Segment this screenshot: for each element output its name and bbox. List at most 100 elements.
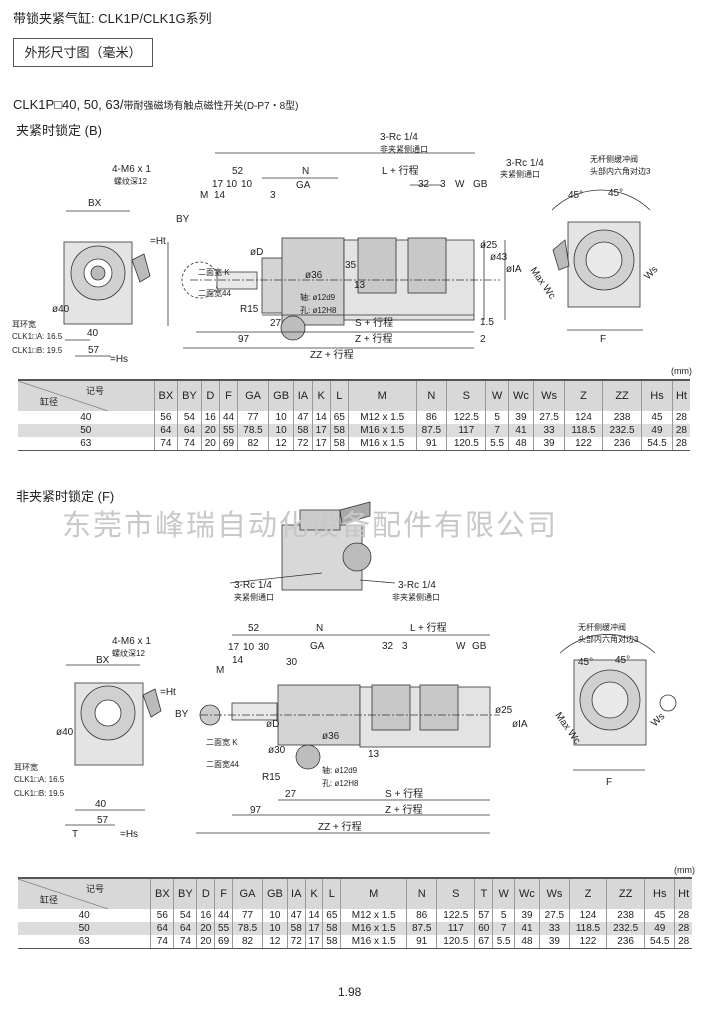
label-l: L + 行程: [382, 164, 419, 177]
value-cell: 117: [436, 922, 476, 935]
label-r15: R15: [240, 304, 259, 315]
top-label-rc1: 3-Rc 1/4: [234, 580, 272, 591]
value-cell: 12: [262, 935, 288, 949]
value-cell: 86: [406, 909, 438, 922]
section-box-title: 外形尺寸图（毫米）: [13, 38, 153, 67]
label-k: 二面宽 K: [198, 267, 230, 277]
column-header: GB: [268, 379, 295, 411]
value-cell: 74: [150, 935, 175, 949]
label-o25: ø25: [480, 240, 498, 251]
value-cell: 91: [416, 437, 448, 451]
value-cell: 65: [330, 411, 349, 424]
column-header: F: [214, 877, 233, 909]
column-header: T: [474, 877, 494, 909]
label2-32: 32: [382, 641, 394, 652]
value-cell: M16 x 1.5: [340, 922, 408, 935]
label2-ear: 耳环宽: [14, 762, 38, 772]
column-header: K: [305, 877, 324, 909]
value-cell: 20: [196, 922, 216, 935]
label2-97: 97: [250, 805, 262, 816]
label2-10: 10: [243, 642, 255, 653]
label2-w44: 二面宽44: [206, 759, 239, 769]
label2-s: S + 行程: [385, 787, 423, 800]
label-14: 14: [214, 190, 226, 201]
label-clka: CLK1□A: 16.5: [12, 332, 63, 341]
column-header: Hs: [641, 379, 673, 411]
value-cell: 58: [287, 922, 306, 935]
label-n: N: [302, 166, 309, 177]
label2-clka: CLK1□A: 16.5: [14, 775, 65, 784]
value-cell: 16: [201, 411, 220, 424]
column-header: W: [492, 877, 516, 909]
column-header: Ws: [533, 379, 565, 411]
label-13: 13: [354, 280, 366, 291]
label-shaft: 轴: ø12d9: [300, 292, 336, 302]
value-cell: 28: [672, 437, 690, 451]
corner-symbol: 记号: [85, 884, 104, 894]
label-w: W: [455, 179, 465, 190]
label-thread: 螺纹深12: [114, 176, 147, 186]
label-clkb: CLK1□B: 19.5: [12, 346, 63, 355]
value-cell: 64: [177, 424, 202, 437]
value-cell: 28: [674, 922, 692, 935]
value-cell: 232.5: [602, 424, 643, 437]
value-cell: 44: [219, 411, 239, 424]
label2-by: BY: [175, 709, 189, 720]
value-cell: 236: [602, 437, 643, 451]
value-cell: 86: [416, 411, 448, 424]
column-header: IA: [293, 379, 313, 411]
model-name: CLK1P□40, 50, 63/: [13, 97, 124, 112]
value-cell: 54.5: [644, 935, 676, 949]
label-o43: ø43: [490, 252, 508, 263]
label-bx: BX: [88, 198, 102, 209]
label2-k: 二面宽 K: [206, 737, 238, 747]
value-cell: 44: [214, 909, 233, 922]
label2-ht: =Ht: [160, 687, 176, 698]
value-cell: 74: [154, 437, 179, 451]
value-cell: 87.5: [416, 424, 448, 437]
label2-30: 30: [258, 642, 270, 653]
column-header: L: [330, 379, 349, 411]
section2-title: 非夹紧时锁定 (F): [16, 489, 115, 504]
value-cell: 28: [674, 935, 692, 949]
label2-d40: ø40: [56, 727, 74, 738]
value-cell: 17: [305, 922, 324, 935]
label2-l: L + 行程: [410, 621, 447, 634]
value-cell: 91: [406, 935, 438, 949]
value-cell: 87.5: [406, 922, 438, 935]
value-cell: 77: [232, 909, 264, 922]
label2-r15: R15: [262, 772, 281, 783]
label2-hex: 头部内六角对边3: [578, 634, 639, 644]
label2-30b: 30: [286, 657, 298, 668]
bore-cell: 63: [18, 935, 152, 949]
value-cell: 67: [474, 935, 494, 949]
value-cell: 122.5: [436, 909, 476, 922]
value-cell: M12 x 1.5: [340, 909, 408, 922]
value-cell: 82: [237, 437, 269, 451]
bore-cell: 50: [18, 922, 152, 935]
label2-ga: GA: [310, 641, 325, 652]
column-header: BY: [177, 379, 202, 411]
label-oia: øIA: [506, 264, 522, 275]
value-cell: 17: [312, 424, 331, 437]
value-cell: 48: [514, 935, 540, 949]
value-cell: 14: [312, 411, 331, 424]
value-cell: 69: [219, 437, 239, 451]
column-header: K: [312, 379, 331, 411]
label2-shaft: 轴: ø12d9: [322, 765, 358, 775]
value-cell: 78.5: [232, 922, 264, 935]
value-cell: 69: [214, 935, 233, 949]
label2-valve: 无杆侧缓冲阀: [578, 622, 626, 632]
value-cell: 5: [492, 909, 516, 922]
column-header: Z: [569, 877, 608, 909]
column-header: Z: [564, 379, 603, 411]
value-cell: 49: [644, 922, 676, 935]
value-cell: 58: [322, 922, 342, 935]
column-header: IA: [287, 877, 306, 909]
value-cell: 238: [606, 909, 646, 922]
page-title: 带锁夹紧气缸: CLK1P/CLK1G系列: [13, 11, 212, 26]
value-cell: 12: [268, 437, 295, 451]
label-zz: ZZ + 行程: [310, 348, 354, 361]
